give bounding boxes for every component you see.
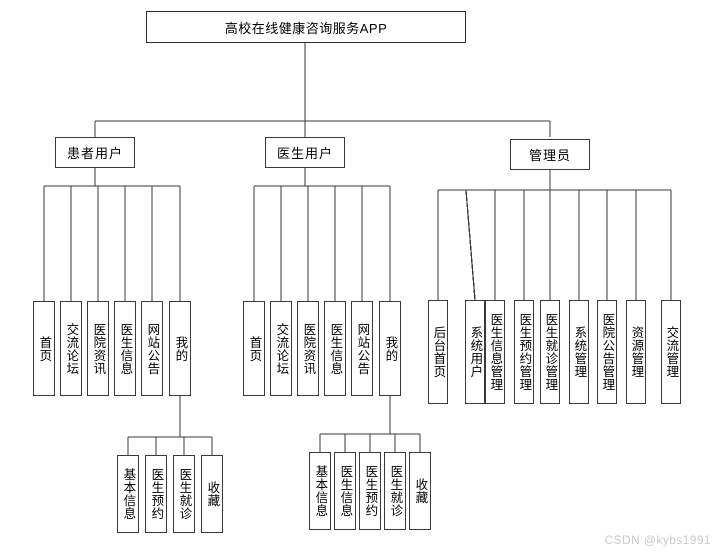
leaf-doctor-home[interactable]: 首页 bbox=[243, 301, 265, 396]
subleaf-doctor-visit-label: 医生就诊 bbox=[388, 465, 403, 517]
leaf-doctor-doctor-info[interactable]: 医生信息 bbox=[324, 301, 346, 396]
branch-node-doctor-label: 医生用户 bbox=[276, 146, 333, 161]
leaf-doctor-mine[interactable]: 我的 bbox=[379, 301, 401, 396]
subleaf-doctor-doctor-info-label: 医生信息 bbox=[338, 465, 353, 517]
leaf-doctor-announcements[interactable]: 网站公告 bbox=[351, 301, 373, 396]
leaf-admin-forum-mgmt[interactable]: 交流管理 bbox=[661, 300, 681, 404]
leaf-doctor-forum-label: 交流论坛 bbox=[274, 322, 289, 375]
leaf-admin-system-mgmt[interactable]: 系统管理 bbox=[569, 300, 589, 404]
subleaf-doctor-visit[interactable]: 医生就诊 bbox=[384, 452, 406, 530]
leaf-patient-hospital-news[interactable]: 医院资讯 bbox=[87, 301, 109, 396]
watermark: CSDN @kybs1991 bbox=[604, 533, 711, 547]
leaf-patient-forum[interactable]: 交流论坛 bbox=[60, 301, 82, 396]
leaf-admin-forum-mgmt-label: 交流管理 bbox=[664, 326, 679, 378]
branch-node-admin[interactable]: 管理员 bbox=[510, 139, 590, 170]
leaf-patient-mine[interactable]: 我的 bbox=[169, 301, 191, 396]
subleaf-doctor-favorites-label: 收藏 bbox=[413, 478, 428, 504]
subleaf-patient-basic-info-label: 基本信息 bbox=[121, 468, 136, 520]
leaf-patient-home-label: 首页 bbox=[37, 335, 52, 362]
branch-node-admin-label: 管理员 bbox=[528, 148, 571, 163]
leaf-patient-home[interactable]: 首页 bbox=[33, 301, 55, 396]
subleaf-patient-appointment-label: 医生预约 bbox=[149, 468, 164, 520]
leaf-doctor-mine-label: 我的 bbox=[383, 335, 398, 362]
subleaf-patient-visit-label: 医生就诊 bbox=[177, 468, 192, 520]
subleaf-patient-favorites-label: 收藏 bbox=[205, 481, 220, 507]
leaf-patient-doctor-info[interactable]: 医生信息 bbox=[114, 301, 136, 396]
root-node[interactable]: 高校在线健康咨询服务APP bbox=[146, 11, 466, 43]
leaf-admin-resource-mgmt[interactable]: 资源管理 bbox=[626, 300, 646, 404]
leaf-admin-system-users-label: 系统用户 bbox=[468, 326, 483, 378]
leaf-admin-system-mgmt-label: 系统管理 bbox=[572, 326, 587, 378]
subleaf-doctor-appointment-label: 医生预约 bbox=[363, 465, 378, 517]
leaf-patient-announcements-label: 网站公告 bbox=[145, 322, 160, 375]
subleaf-doctor-basic-info-label: 基本信息 bbox=[313, 465, 328, 517]
leaf-admin-system-users[interactable]: 系统用户 bbox=[465, 300, 485, 404]
subleaf-doctor-doctor-info[interactable]: 医生信息 bbox=[334, 452, 356, 530]
leaf-admin-appointment-mgmt[interactable]: 医生预约管理 bbox=[514, 300, 534, 404]
leaf-admin-announcement-mgmt[interactable]: 医院公告管理 bbox=[597, 300, 617, 404]
leaf-admin-doctor-info-mgmt[interactable]: 医生信息管理 bbox=[485, 300, 505, 404]
leaf-admin-visit-mgmt[interactable]: 医生就诊管理 bbox=[540, 300, 560, 404]
branch-node-doctor[interactable]: 医生用户 bbox=[265, 137, 345, 168]
leaf-patient-forum-label: 交流论坛 bbox=[64, 322, 79, 375]
leaf-doctor-hospital-news[interactable]: 医院资讯 bbox=[297, 301, 319, 396]
leaf-admin-appointment-mgmt-label: 医生预约管理 bbox=[517, 313, 532, 391]
subleaf-patient-favorites[interactable]: 收藏 bbox=[201, 455, 223, 533]
leaf-patient-mine-label: 我的 bbox=[173, 335, 188, 362]
leaf-admin-resource-mgmt-label: 资源管理 bbox=[629, 326, 644, 378]
leaf-admin-dashboard[interactable]: 后台首页 bbox=[428, 300, 448, 404]
leaf-patient-doctor-info-label: 医生信息 bbox=[118, 322, 133, 375]
subleaf-doctor-favorites[interactable]: 收藏 bbox=[409, 452, 431, 530]
leaf-admin-dashboard-label: 后台首页 bbox=[431, 326, 446, 378]
leaf-admin-doctor-info-mgmt-label: 医生信息管理 bbox=[488, 313, 503, 391]
subleaf-patient-appointment[interactable]: 医生预约 bbox=[145, 455, 167, 533]
leaf-doctor-hospital-news-label: 医院资讯 bbox=[301, 322, 316, 375]
branch-node-patient-label: 患者用户 bbox=[66, 146, 123, 161]
subleaf-doctor-appointment[interactable]: 医生预约 bbox=[359, 452, 381, 530]
subleaf-doctor-basic-info[interactable]: 基本信息 bbox=[309, 452, 331, 530]
leaf-doctor-doctor-info-label: 医生信息 bbox=[328, 322, 343, 375]
leaf-admin-visit-mgmt-label: 医生就诊管理 bbox=[543, 313, 558, 391]
subleaf-patient-basic-info[interactable]: 基本信息 bbox=[117, 455, 139, 533]
leaf-admin-announcement-mgmt-label: 医院公告管理 bbox=[600, 313, 615, 391]
leaf-patient-hospital-news-label: 医院资讯 bbox=[91, 322, 106, 375]
leaf-doctor-announcements-label: 网站公告 bbox=[355, 322, 370, 375]
leaf-doctor-forum[interactable]: 交流论坛 bbox=[270, 301, 292, 396]
root-node-label: 高校在线健康咨询服务APP bbox=[224, 20, 388, 36]
leaf-doctor-home-label: 首页 bbox=[247, 335, 262, 362]
branch-node-patient[interactable]: 患者用户 bbox=[55, 137, 135, 168]
leaf-patient-announcements[interactable]: 网站公告 bbox=[141, 301, 163, 396]
subleaf-patient-visit[interactable]: 医生就诊 bbox=[173, 455, 195, 533]
